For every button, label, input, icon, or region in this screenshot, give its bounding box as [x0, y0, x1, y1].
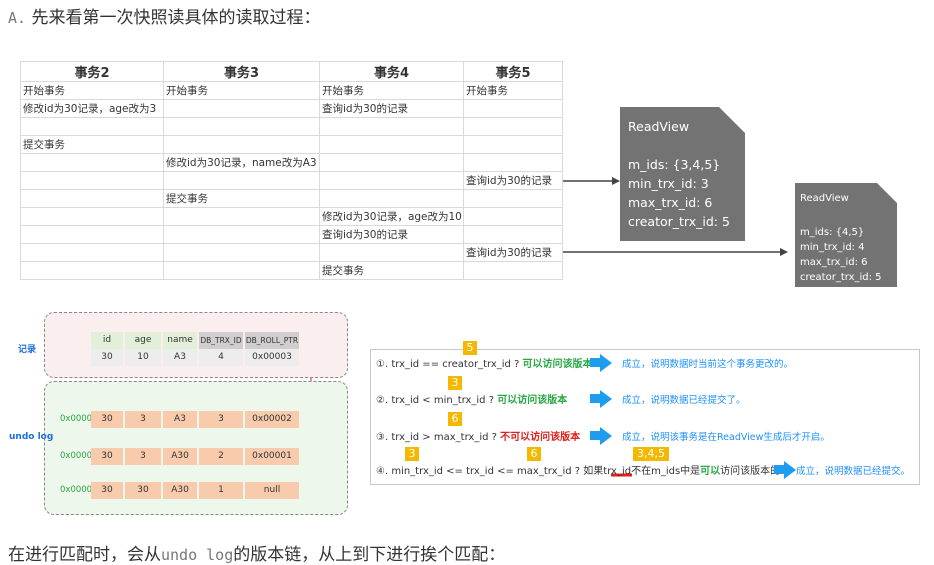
table-row: 提交事务 [20, 261, 563, 280]
condition-text: ③. trx_id > max_trx_id ? 不可以访问该版本 [376, 428, 580, 443]
table-cell: 修改id为30记录，age改为3 [20, 99, 164, 118]
readview-1-max: max_trx_id: 6 [628, 195, 713, 210]
arrow-right-icon [600, 390, 612, 408]
condition-not-in: 不在 [631, 466, 652, 477]
conditions-panel [370, 349, 920, 485]
readview-1-mids: m_ids: {3,4,5} [628, 157, 721, 172]
heading-bottom-text2: 的版本链，从上到下进行挨个匹配： [233, 545, 506, 565]
condition-expr: ①. trx_id == creator_trx_id ? [376, 359, 520, 370]
undo-cell: 1 [199, 482, 243, 499]
table-row [20, 117, 563, 136]
heading-text: 先来看第一次快照读具体的读取过程： [31, 8, 321, 28]
undo-cell: 0x00001 [245, 448, 299, 465]
readview-1: ReadView m_ids: {3,4,5} min_trx_id: 3 ma… [620, 107, 745, 241]
table-cell: 修改id为30记录，name改为A3 [163, 153, 320, 172]
trx-id-badge: 3,4,5 [633, 447, 669, 461]
record-value-roll: 0x00003 [245, 349, 299, 366]
arrow-right-icon [600, 427, 612, 445]
arrow-right-icon [590, 431, 600, 440]
condition-expr: ③. trx_id > max_trx_id ? [376, 432, 497, 443]
undo-address: 0x00001 [60, 485, 98, 495]
table-cell [463, 261, 563, 280]
readview-2-min: min_trx_id: 4 [800, 242, 865, 253]
record-value-name: A3 [163, 349, 197, 366]
undo-log-label: undo log [9, 432, 54, 442]
condition-text: ④. min_trx_id <= trx_id <= max_trx_id ? … [376, 462, 780, 477]
trx-id-badge: 6 [448, 412, 462, 426]
record-value-trx: 4 [199, 349, 243, 366]
heading-bottom: 在进行匹配时，会从undo log的版本链，从上到下进行挨个匹配： [8, 540, 505, 565]
undo-cell: 3 [125, 448, 161, 465]
condition-result: 成立，说明数据已经提交了。 [622, 395, 746, 406]
condition-text: ②. trx_id < min_trx_id ? 可以访问该版本 [376, 391, 567, 406]
arrow-right-icon [600, 354, 612, 372]
undo-cell: 30 [91, 411, 123, 428]
condition-verdict: 不可以访问该版本 [500, 432, 581, 443]
heading-top: A. 先来看第一次快照读具体的读取过程： [8, 3, 320, 28]
record-value-id: 30 [91, 349, 123, 366]
trx-id-badge: 6 [527, 447, 541, 461]
condition-text: ①. trx_id == creator_trx_id ? 可以访问该版本 [376, 355, 593, 370]
heading-bottom-mono: undo log [161, 546, 234, 564]
record-header-id: id [91, 332, 123, 349]
table-row: 提交事务 [20, 189, 563, 208]
arrow-right-icon [590, 358, 600, 367]
readview-1-creator: creator_trx_id: 5 [628, 214, 730, 229]
arrow-right-icon [784, 461, 796, 479]
condition-expr-cont: m_ids中是 [651, 466, 701, 477]
table-cell: 提交事务 [319, 261, 464, 280]
heading-prefix: A. [8, 9, 27, 27]
readview-2-title: ReadView [800, 193, 849, 204]
table-cell: 查询id为30的记录 [463, 171, 563, 190]
undo-cell: A3 [163, 411, 197, 428]
readview-2-mids: m_ids: {4,5} [800, 227, 865, 238]
undo-cell: 30 [125, 482, 161, 499]
fold-corner [877, 183, 897, 203]
undo-address: 0x00002 [60, 451, 98, 461]
arrow-right-icon [590, 394, 600, 403]
arrow-right-icon [774, 465, 784, 474]
record-header-age: age [125, 332, 161, 349]
undo-cell: 30 [91, 482, 123, 499]
condition-result: 成立，说明数据时当前这个事务更改的。 [622, 359, 794, 370]
undo-cell: 3 [199, 411, 243, 428]
table-row: 查询id为30的记录 [20, 171, 563, 190]
condition-expr-end: 访问该版本的 [720, 466, 781, 477]
readview-1-title: ReadView [628, 119, 690, 134]
record-label: 记录 [18, 345, 37, 355]
table-row: 修改id为30记录，name改为A3 [20, 153, 563, 172]
condition-verdict: 可以访问该版本 [522, 359, 593, 370]
condition-result: 成立，说明数据已经提交。 [796, 466, 911, 477]
undo-cell: 30 [91, 448, 123, 465]
fold-corner [719, 107, 745, 133]
undo-cell: A30 [163, 448, 197, 465]
condition-result: 成立，说明该事务是在ReadView生成后才开启。 [622, 432, 830, 443]
undo-cell: 2 [199, 448, 243, 465]
transaction-table: 事务2 事务3 事务4 事务5 开始事务开始事务开始事务开始事务修改id为30记… [20, 61, 563, 280]
trx-id-badge: 5 [463, 341, 477, 355]
undo-address: 0x00003 [60, 414, 98, 424]
condition-verdict: 可以 [700, 466, 721, 477]
readview-2: ReadView m_ids: {4,5} min_trx_id: 4 max_… [795, 183, 897, 287]
table-row: 提交事务 [20, 135, 563, 154]
record-header-roll: DB_ROLL_PTR [245, 332, 299, 349]
trx-id-badge: 3 [448, 376, 462, 390]
readview-1-min: min_trx_id: 3 [628, 176, 709, 191]
undo-cell: A30 [163, 482, 197, 499]
condition-expr: ④. min_trx_id <= trx_id <= max_trx_id ? … [376, 466, 632, 477]
readview-2-creator: creator_trx_id: 5 [800, 272, 882, 283]
undo-cell: null [245, 482, 299, 499]
undo-cell: 0x00002 [245, 411, 299, 428]
table-row: 查询id为30的记录 [20, 243, 563, 262]
condition-expr: ②. trx_id < min_trx_id ? [376, 395, 495, 406]
record-header-name: name [163, 332, 197, 349]
condition-verdict: 可以访问该版本 [497, 395, 568, 406]
record-header-trx: DB_TRX_ID [199, 332, 243, 349]
heading-bottom-text1: 在进行匹配时，会从 [8, 545, 161, 565]
readview-2-max: max_trx_id: 6 [800, 257, 868, 268]
trx-id-badge: 3 [405, 447, 419, 461]
record-value-age: 10 [125, 349, 161, 366]
undo-cell: 3 [125, 411, 161, 428]
